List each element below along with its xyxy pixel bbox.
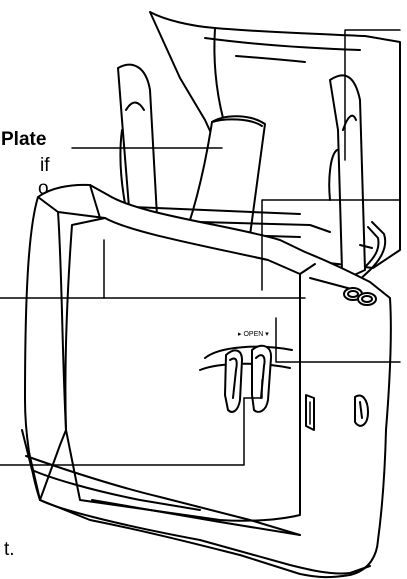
leader-switch bbox=[275, 317, 401, 363]
plate-label: Plate bbox=[1, 129, 47, 150]
front-cover bbox=[64, 217, 301, 522]
leader-open-right bbox=[243, 379, 263, 399]
left-release-lever bbox=[224, 349, 243, 413]
label-line-o: o bbox=[38, 178, 49, 199]
side-lever bbox=[354, 221, 387, 285]
label-line-t: t. bbox=[4, 539, 15, 560]
stop-button bbox=[357, 292, 377, 306]
label-line-if: if bbox=[40, 155, 50, 176]
right-release-lever bbox=[251, 344, 273, 413]
open-label: ▸ OPEN ▾ bbox=[238, 331, 269, 338]
leader-top-right bbox=[344, 29, 401, 161]
leader-feed bbox=[261, 199, 401, 291]
scanner-base bbox=[27, 447, 371, 575]
leader-open bbox=[0, 397, 245, 466]
